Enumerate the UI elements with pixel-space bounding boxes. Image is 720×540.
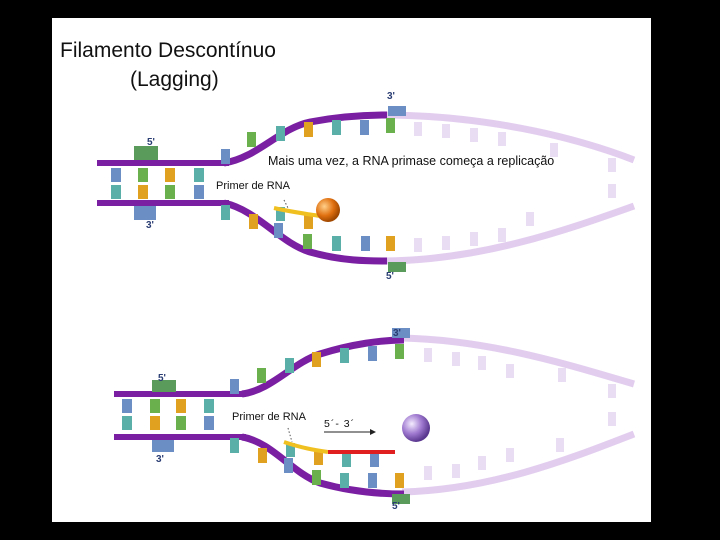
bottom-left-base-pairs (122, 399, 214, 430)
top-upper-bases (221, 118, 395, 164)
top-5prime-marker (134, 146, 158, 160)
top-3prime-end-marker (388, 106, 406, 116)
title-line-2: (Lagging) (130, 68, 219, 91)
bottom-backbone-faded-upper (401, 334, 635, 388)
slide-title: Filamento Descontínuo (Lagging) (60, 36, 276, 94)
top-rna-primase (316, 198, 340, 222)
top-left-strand-lower (97, 200, 229, 206)
top-primer-label: Primer de RNA (216, 180, 290, 192)
bottom-end-label-3prime-left: 3' (156, 454, 164, 465)
top-faded-bases (414, 122, 616, 252)
bottom-new-bases (286, 443, 379, 467)
bottom-panel (114, 328, 636, 504)
bottom-3prime-end-marker (392, 328, 410, 338)
top-5prime-end-marker (388, 262, 406, 272)
bottom-rna-primer (283, 440, 329, 454)
top-end-label-5prime-left: 5' (147, 137, 155, 148)
bottom-left-strand-upper (114, 391, 246, 397)
bottom-end-label-5prime: 5' (392, 501, 400, 512)
bottom-end-label-3prime: 3' (393, 328, 401, 339)
top-caption: Mais uma vez, a RNA primase começa a rep… (268, 154, 555, 168)
bottom-primer-pointer (287, 427, 293, 443)
top-3prime-marker (134, 206, 156, 220)
top-lower-bases (221, 205, 395, 251)
bottom-upper-bases (230, 344, 404, 394)
top-backbone-lower (223, 199, 388, 265)
top-left-base-pairs (111, 168, 204, 199)
bottom-backbone-upper (241, 336, 405, 398)
bottom-faded-bases (424, 348, 616, 480)
bottom-dna-polymerase (402, 414, 430, 442)
direction-arrow-head (370, 429, 376, 435)
top-primer-pointer (283, 199, 289, 209)
slide: Filamento Descontínuo (Lagging) (52, 18, 651, 522)
top-left-strand-upper (97, 160, 229, 166)
bottom-end-label-5prime-left: 5' (158, 373, 166, 384)
direction-label: 5´- 3´ (324, 418, 356, 430)
top-new-bases (276, 207, 313, 229)
top-end-label-5prime: 5' (386, 271, 394, 282)
replication-diagram (97, 106, 636, 504)
top-rna-primer (273, 206, 321, 218)
bottom-primer-label: Primer de RNA (232, 411, 306, 423)
top-end-label-3prime: 3' (387, 91, 395, 102)
bottom-3prime-marker (152, 440, 174, 452)
top-panel (97, 106, 636, 272)
bottom-lower-bases (230, 438, 404, 488)
bottom-5prime-end-marker (392, 494, 410, 504)
bottom-left-strand-lower (114, 434, 246, 440)
bottom-backbone-faded-lower (401, 430, 636, 496)
top-backbone-faded-upper (381, 111, 636, 164)
bottom-backbone-lower (241, 433, 405, 498)
top-backbone-faded-lower (381, 202, 636, 265)
title-line-1: Filamento Descontínuo (60, 39, 276, 62)
bottom-5prime-marker (152, 380, 176, 392)
top-end-label-3prime-left: 3' (146, 220, 154, 231)
